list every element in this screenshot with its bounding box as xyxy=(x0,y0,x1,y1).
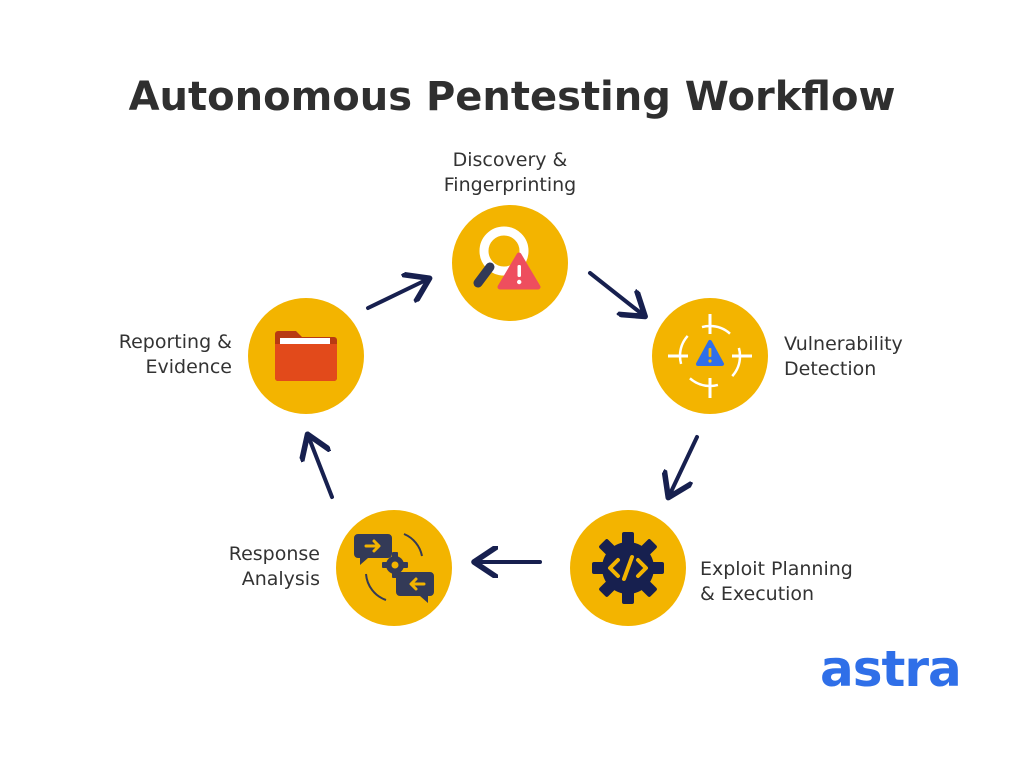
node-reporting xyxy=(248,298,364,414)
label-reporting: Reporting &Evidence xyxy=(118,331,232,378)
node-discovery xyxy=(452,205,568,321)
astra-logo: astra xyxy=(820,640,962,698)
gear-code-icon xyxy=(592,532,664,604)
arrow-reporting-to-discovery xyxy=(366,280,426,310)
node-vulnerability xyxy=(652,298,768,414)
target-warning-icon xyxy=(668,314,752,398)
folder-icon xyxy=(275,331,337,381)
node-response xyxy=(336,510,452,626)
node-exploit xyxy=(570,510,686,626)
arrow-vulnerability-to-exploit xyxy=(670,435,699,494)
magnifier-warning-icon xyxy=(473,226,541,290)
label-discovery: Discovery &Fingerprinting xyxy=(443,149,577,196)
chat-gear-icon xyxy=(354,533,434,603)
arrow-discovery-to-vulnerability xyxy=(588,271,642,314)
label-exploit: Exploit Planning& Execution xyxy=(700,558,853,605)
diagram-title: Autonomous Pentesting Workflow xyxy=(128,74,896,120)
arrow-response-to-reporting xyxy=(309,438,334,499)
